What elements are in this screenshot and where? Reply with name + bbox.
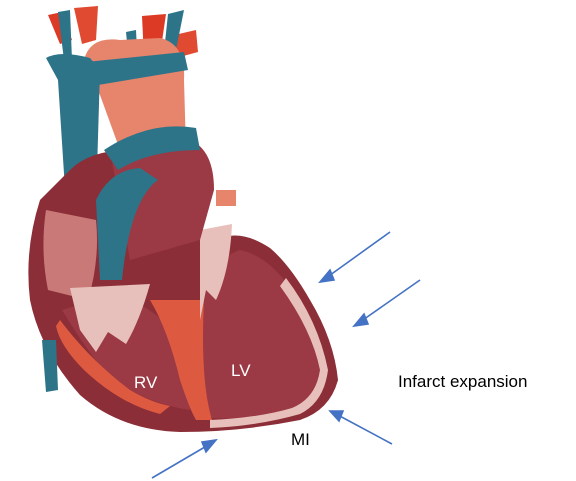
arrow-upper-right	[360, 280, 420, 322]
lv-label: LV	[231, 361, 251, 380]
infarct-expansion-label: Infarct expansion	[398, 372, 527, 391]
arrow-bottom-left-head	[202, 440, 216, 452]
arrow-lower-right	[336, 414, 392, 444]
mi-label: MI	[291, 430, 310, 449]
arrow-lower-right-head	[330, 411, 343, 421]
left-subclavian-vessel	[74, 6, 98, 44]
small-artery-stub	[216, 190, 236, 206]
arrow-upper-right-head	[354, 314, 368, 326]
right-atrium	[43, 210, 97, 300]
rv-label: RV	[134, 373, 158, 392]
arrow-top	[326, 232, 390, 278]
arrow-bottom-left	[152, 444, 210, 478]
arrow-top-head	[320, 270, 334, 282]
ivc-lower	[42, 340, 58, 392]
